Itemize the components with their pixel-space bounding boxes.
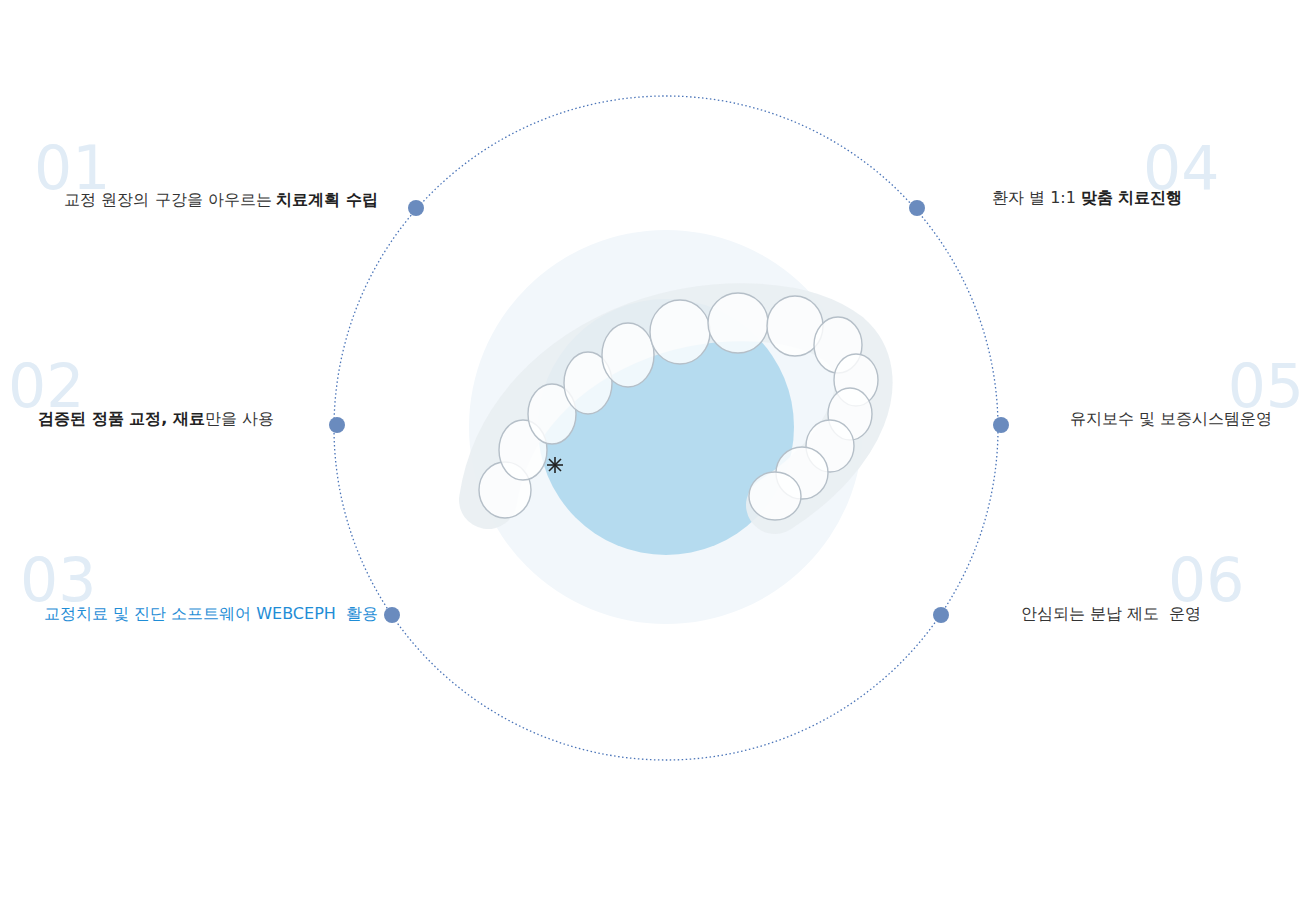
aligner-teeth [479, 293, 878, 520]
brand-mark [547, 457, 563, 473]
feature-text: 환자 별 1:1 [992, 188, 1076, 207]
feature-text: 교정치료 및 진단 소프트웨어 WEBCEPH 활용 [44, 604, 378, 623]
orbit-dot [408, 200, 424, 216]
feature-line: 안심되는 분납 제도 운영 [1021, 604, 1201, 624]
feature-text: 유지보수 및 보증시스템운영 [1070, 409, 1272, 428]
step-number: 01 [34, 138, 110, 198]
feature-line: 검증된 정품 교정, 재료만을 사용 [38, 409, 274, 429]
orbit-dot [329, 417, 345, 433]
orbit-dot [384, 607, 400, 623]
feature-line: 교정치료 및 진단 소프트웨어 WEBCEPH 활용 [44, 604, 378, 624]
orbit-dot [933, 607, 949, 623]
aligner-illustration [479, 293, 878, 520]
feature-line: 유지보수 및 보증시스템운영 [1070, 409, 1272, 429]
feature-text: 만을 사용 [205, 409, 274, 428]
step-number: 03 [20, 550, 96, 610]
feature-emphasis: 치료계획 수립 [276, 190, 378, 209]
orbit-dots [329, 200, 1009, 623]
feature-text: 안심되는 분납 제도 운영 [1021, 604, 1201, 623]
step-number: 05 [1228, 356, 1304, 416]
orbit-dot [993, 417, 1009, 433]
feature-line: 교정 원장의 구강을 아우르는 치료계획 수립 [64, 190, 378, 210]
feature-emphasis: 맞춤 치료진행 [1081, 188, 1183, 207]
halo-circle [469, 230, 863, 624]
orbit-circle [334, 96, 998, 760]
feature-line: 환자 별 1:1 맞춤 치료진행 [992, 188, 1182, 208]
feature-text: 교정 원장의 구강을 아우르는 [64, 190, 271, 209]
step-number: 06 [1168, 550, 1244, 610]
feature-emphasis: 검증된 정품 교정, 재료 [38, 409, 205, 428]
step-number: 02 [8, 356, 84, 416]
orbit-dot [909, 200, 925, 216]
